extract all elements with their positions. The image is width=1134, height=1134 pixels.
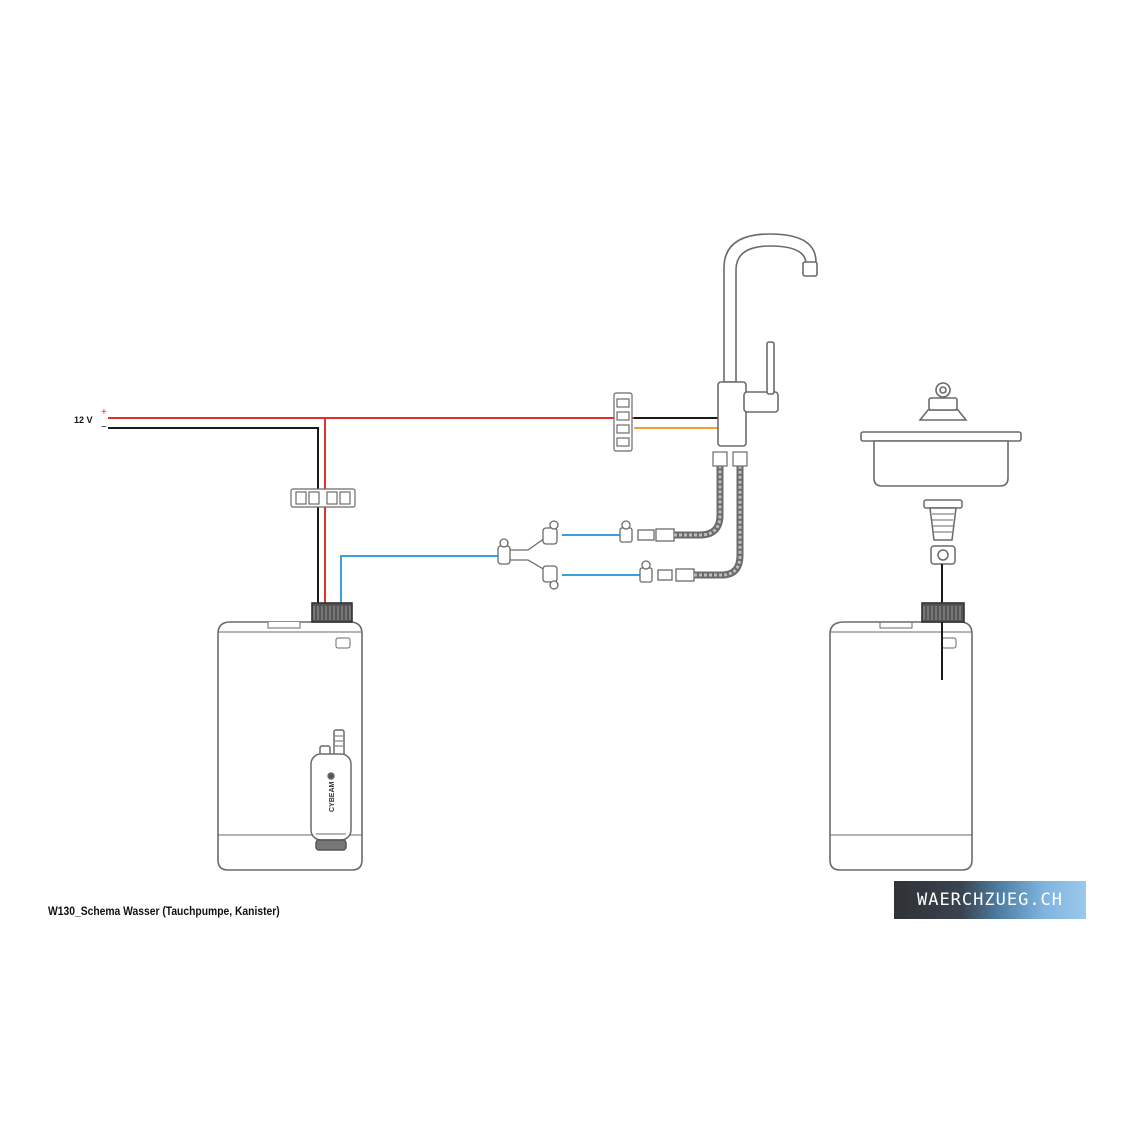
hose-fitting-lower: [639, 560, 695, 583]
faucet-outlet: [802, 261, 818, 277]
diagram-caption: W130_Schema Wasser (Tauchpumpe, Kanister…: [48, 904, 280, 918]
sink-drain: [923, 499, 963, 565]
faucet-lever: [766, 341, 775, 395]
sink-bowl: [873, 440, 1009, 487]
y-splitter: [497, 520, 559, 590]
pump-brand-label: CYBEAM: [329, 781, 336, 812]
sink-rim: [860, 431, 1022, 442]
sink-plug: [918, 409, 968, 421]
sink: [860, 382, 1022, 487]
negative-terminal-sign: −: [101, 422, 107, 433]
faucet: [717, 233, 818, 447]
connector-block-mid: [290, 488, 356, 508]
wires: [108, 417, 718, 740]
faucet-lever-base: [743, 391, 779, 413]
faucet-body: [717, 381, 747, 447]
canister-right: [829, 602, 973, 871]
connector-block-top: [613, 392, 633, 452]
braided-hoses: [674, 451, 748, 579]
brand-logo: WAERCHZUEG.CH: [894, 881, 1086, 919]
submersible-pump: [310, 729, 352, 851]
brand-text: WAERCHZUEG.CH: [916, 890, 1064, 910]
voltage-label: 12 V: [74, 415, 93, 425]
hose-fitting-upper: [619, 520, 675, 543]
suction-line: [340, 555, 500, 740]
water-lines: [340, 534, 640, 740]
positive-terminal-sign: +: [101, 407, 107, 418]
